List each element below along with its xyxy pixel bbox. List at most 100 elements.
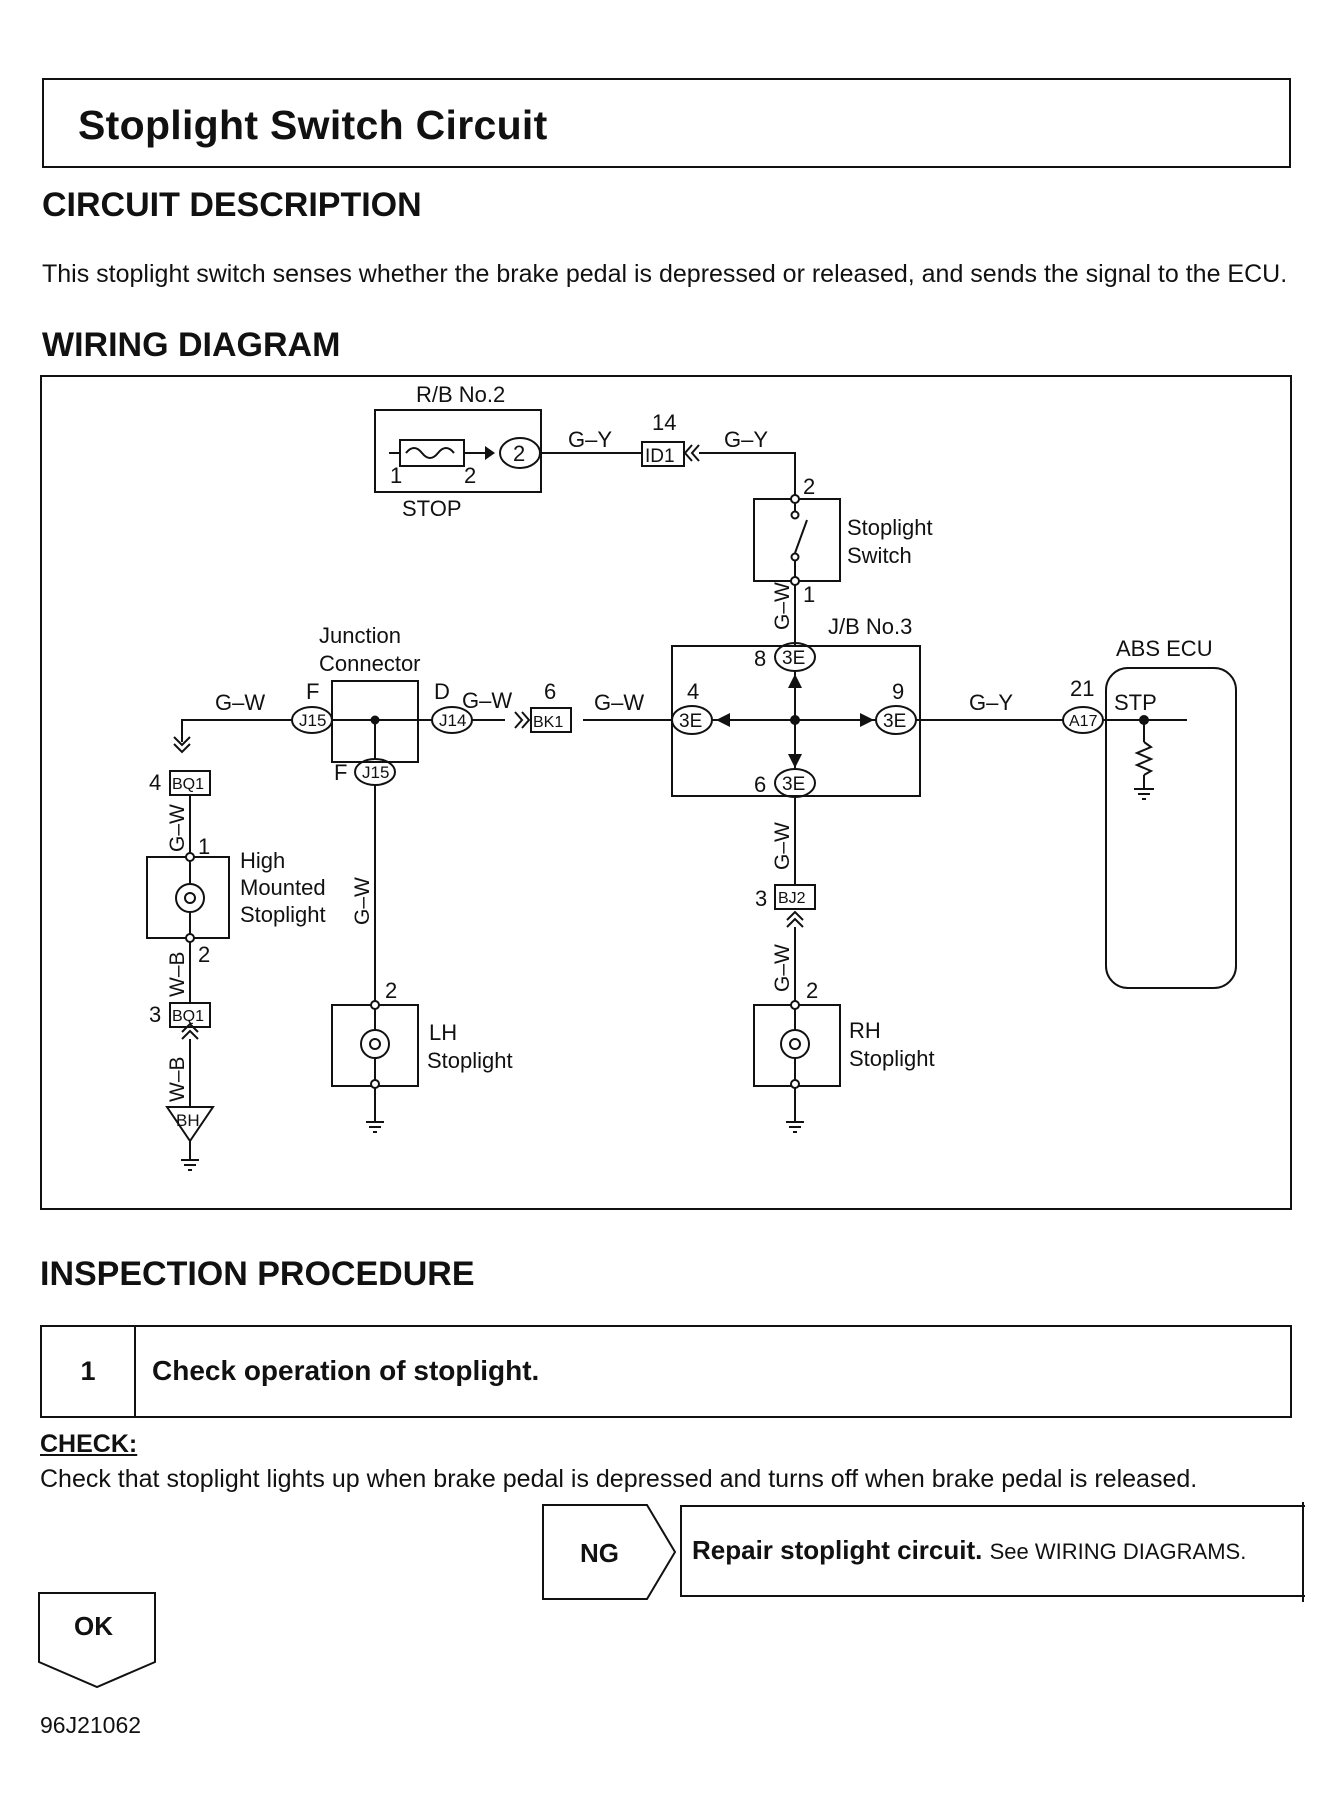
bh-label: BH [176, 1111, 200, 1130]
hm-pin2: 2 [198, 942, 210, 967]
hm-label-2: Mounted [240, 875, 326, 900]
switch-pin2: 2 [803, 474, 815, 499]
junction-connector-label-2: Connector [319, 651, 421, 676]
jb-conn-6: 3E [782, 774, 805, 795]
rh-label-1: RH [849, 1018, 881, 1043]
jb-pin9: 9 [892, 679, 904, 704]
wire-gw-left [181, 719, 292, 742]
ng-action: Repair stoplight circuit. [692, 1535, 983, 1565]
j15-label-left: J15 [299, 711, 326, 730]
bj2-pin: 3 [755, 886, 767, 911]
wire-label-wb-1: W–B [166, 951, 189, 997]
ng-arrow-svg: NG [542, 1504, 677, 1600]
relay-block-box [374, 409, 542, 493]
wire-label-gy-1: G–Y [568, 427, 612, 452]
a17-pin: 21 [1070, 676, 1094, 701]
ng-arrow-shape [542, 1504, 677, 1600]
step-title: Check operation of stoplight. [152, 1355, 540, 1386]
lh-label-2: Stoplight [427, 1048, 513, 1073]
wiring-diagram-heading: WIRING DIAGRAM [42, 326, 341, 364]
switch-pin1: 1 [803, 582, 815, 607]
jb-pin6: 6 [754, 772, 766, 797]
bk1-connector [530, 707, 572, 733]
bh-ground-symbol [165, 1106, 215, 1143]
wiring-diagram: R/B No.2 STOP 1 2 2 G–Y 14 ID1 G–Y 2 1 S… [40, 375, 1292, 1210]
junction-connector-label-1: Junction [319, 623, 401, 648]
jb-conn-8: 3E [782, 648, 805, 669]
rb-pin1: 1 [390, 463, 402, 488]
wire-label-gy-2: G–Y [724, 427, 768, 452]
inspection-procedure-heading: INSPECTION PROCEDURE [40, 1255, 475, 1293]
pin-d: D [434, 679, 450, 704]
wire-label-gw-left: G–W [215, 690, 265, 715]
step-number: 1 [42, 1327, 136, 1416]
step-row: 1 Check operation of stoplight. [40, 1325, 1292, 1418]
wire-label-gw-jb-down: G–W [771, 822, 794, 870]
hm-label-3: Stoplight [240, 902, 326, 927]
stoplight-switch-label-1: Stoplight [847, 515, 933, 540]
ok-label: OK [74, 1611, 113, 1641]
ng-action-box: Repair stoplight circuit. See WIRING DIA… [680, 1505, 1305, 1597]
a17-label: A17 [1069, 713, 1098, 730]
jb-pin4: 4 [687, 679, 699, 704]
bq1-pin4: 4 [149, 770, 161, 795]
bk1-pin: 6 [544, 679, 556, 704]
ok-arrow-svg: OK [38, 1592, 156, 1689]
rh-label-2: Stoplight [849, 1046, 935, 1071]
stoplight-switch-label-2: Switch [847, 543, 912, 568]
bq1-label-bottom: BQ1 [172, 1008, 204, 1025]
lh-pin: 2 [385, 978, 397, 1003]
stop-fuse [399, 439, 465, 467]
check-label: CHECK: [40, 1430, 138, 1458]
bq1-pin3: 3 [149, 1002, 161, 1027]
wire-label-gy-3: G–Y [969, 690, 1013, 715]
wire-label-gw-rh: G–W [771, 944, 794, 992]
pin-f-bottom: F [334, 760, 347, 785]
jb-conn-4: 3E [679, 711, 702, 732]
ng-label: NG [580, 1538, 619, 1568]
abs-ecu-label: ABS ECU [1116, 636, 1213, 661]
id1-pin: 14 [652, 410, 676, 435]
figure-code: 96J21062 [40, 1712, 142, 1738]
wire-label-gw-switch: G–W [771, 582, 794, 630]
circuit-description-text: This stoplight switch senses whether the… [42, 260, 1288, 288]
rh-stoplight-box [753, 1004, 841, 1087]
ok-arrow-shape [38, 1592, 156, 1689]
rb-pin2: 2 [464, 463, 476, 488]
wire-gy-2 [699, 452, 796, 499]
hm-pin1: 1 [198, 834, 210, 859]
bj2-connector [774, 884, 816, 910]
j14-label: J14 [439, 711, 466, 730]
rb-connector-pin: 2 [513, 441, 525, 466]
bq1-connector-bottom [169, 1002, 211, 1028]
jb-label: J/B No.3 [828, 614, 912, 639]
stop-fuse-label: STOP [402, 496, 462, 521]
wire-label-wb-2: W–B [166, 1056, 189, 1102]
rh-pin: 2 [806, 978, 818, 1003]
ng-action-text: Repair stoplight circuit. See WIRING DIA… [692, 1535, 1246, 1566]
check-text: Check that stoplight lights up when brak… [40, 1465, 1198, 1493]
title-box: Stoplight Switch Circuit [42, 78, 1291, 168]
circuit-description-heading: CIRCUIT DESCRIPTION [42, 186, 422, 224]
wire-label-gw-j14: G–W [462, 688, 512, 713]
jb-conn-9: 3E [883, 711, 906, 732]
j15-label-bottom: J15 [362, 763, 389, 782]
bq1-label-top: BQ1 [172, 776, 204, 793]
high-mounted-stoplight-box [146, 856, 230, 939]
hm-label-1: High [240, 848, 285, 873]
stp-label: STP [1114, 690, 1157, 715]
bj2-label: BJ2 [778, 890, 806, 907]
ng-reference: See WIRING DIAGRAMS. [989, 1539, 1247, 1564]
wiring-diagram-svg: R/B No.2 STOP 1 2 2 G–Y 14 ID1 G–Y 2 1 S… [146, 382, 1237, 1171]
page-title: Stoplight Switch Circuit [78, 102, 548, 148]
wire-label-gw-lh: G–W [351, 877, 374, 925]
bk1-label: BK1 [533, 714, 563, 731]
wire-label-gw-jb: G–W [594, 690, 644, 715]
rb-label: R/B No.2 [416, 382, 505, 407]
jb-pin8: 8 [754, 646, 766, 671]
id1-connector [641, 441, 685, 467]
abs-ecu-box [1105, 667, 1237, 989]
pin-f-top: F [306, 679, 319, 704]
lh-label-1: LH [429, 1020, 457, 1045]
wire-label-gw-hm: G–W [166, 804, 189, 852]
